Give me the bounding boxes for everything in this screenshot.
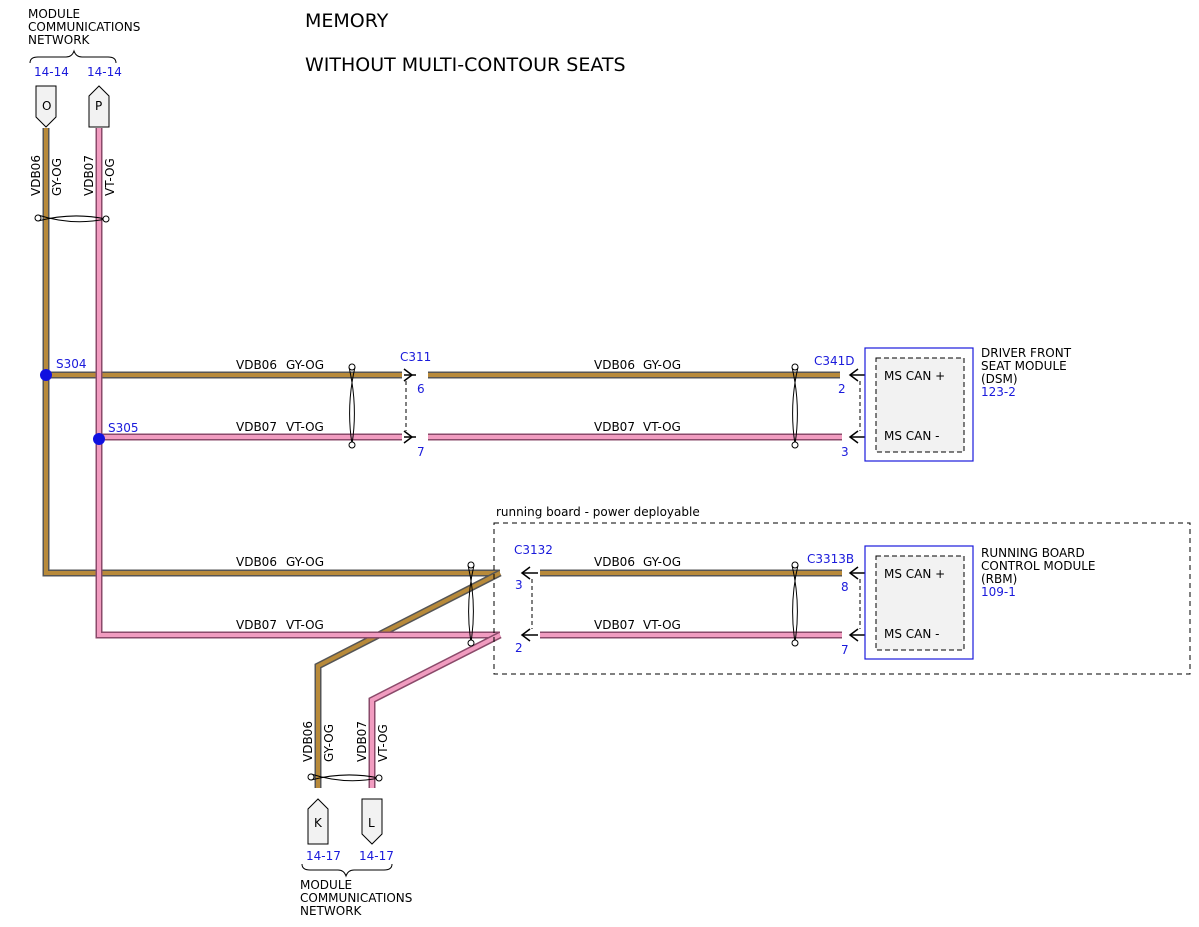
connector-c341d[interactable] [848, 368, 866, 444]
connector-c3132-label[interactable]: C3132 [514, 543, 553, 557]
dsm-pin-can-minus: MS CAN - [884, 429, 940, 443]
svg-text:NETWORK: NETWORK [28, 33, 91, 47]
splice-s305-label[interactable]: S305 [108, 421, 139, 435]
wire-vdb06 [42, 128, 842, 788]
svg-text:COMMUNICATIONS: COMMUNICATIONS [300, 891, 412, 905]
svg-text:NETWORK: NETWORK [300, 904, 363, 918]
rbm-inner-box [875, 555, 965, 651]
twisted-pair-marker-top [34, 214, 110, 223]
bottom-network-label: MODULE COMMUNICATIONS NETWORK [300, 878, 412, 918]
twisted-pair-marker-r2a [467, 561, 475, 647]
diagram-title: MEMORY [305, 10, 389, 32]
diagram-subtitle: WITHOUT MULTI-CONTOUR SEATS [305, 54, 626, 76]
svg-text:(RBM): (RBM) [981, 572, 1017, 586]
twisted-pair-marker-r1b [791, 363, 799, 449]
connector-o-label: O [42, 99, 51, 113]
wire-label-vdb07-top: VDB07 [82, 155, 96, 196]
wire-colorcode-vdb07-r1b: VT-OG [643, 420, 681, 434]
rbm-ref[interactable]: 109-1 [981, 585, 1016, 599]
dsm-inner-box [875, 357, 965, 453]
bottom-ref-l[interactable]: 14-17 [359, 849, 394, 863]
connector-p-shape [88, 85, 110, 128]
connector-c311[interactable] [403, 368, 416, 444]
svg-text:RUNNING BOARD: RUNNING BOARD [981, 546, 1085, 560]
wire-label-vdb06-r1b: VDB06 [594, 358, 635, 372]
connector-c3313b-label[interactable]: C3313B [807, 552, 854, 566]
twisted-pair-marker-r2b [791, 561, 799, 647]
wire-colorcode-vdb07-r1a: VT-OG [286, 420, 324, 434]
wire-colorcode-vdb06-r2b: GY-OG [643, 555, 681, 569]
twisted-pair-marker-r1a [348, 363, 356, 449]
svg-text:DRIVER FRONT: DRIVER FRONT [981, 346, 1072, 360]
connector-c3132[interactable] [520, 566, 538, 642]
splice-s305-dot[interactable] [93, 433, 105, 445]
wire-colorcode-vdb06-r2a: GY-OG [286, 555, 324, 569]
wire-label-vdb07-bottom: VDB07 [355, 721, 369, 762]
wire-colorcode-vdb06-r1a: GY-OG [286, 358, 324, 372]
wire-label-vdb06-r1a: VDB06 [236, 358, 277, 372]
wire-label-vdb07-r1b: VDB07 [594, 420, 635, 434]
connector-c3132-pin-2: 2 [515, 641, 523, 655]
connector-c341d-label[interactable]: C341D [814, 354, 855, 368]
top-ref-o[interactable]: 14-14 [34, 65, 69, 79]
wire-colorcode-vdb06-bottom: GY-OG [322, 724, 336, 762]
rbm-name: RUNNING BOARD CONTROL MODULE (RBM) [981, 546, 1096, 586]
wire-colorcode-vdb06-r1b: GY-OG [643, 358, 681, 372]
svg-text:COMMUNICATIONS: COMMUNICATIONS [28, 20, 140, 34]
wire-label-vdb07-r2b: VDB07 [594, 618, 635, 632]
wire-colorcode-vdb07-top: VT-OG [103, 158, 117, 196]
wire-label-vdb06-r2a: VDB06 [236, 555, 277, 569]
bottom-ref-k[interactable]: 14-17 [306, 849, 341, 863]
dsm-ref[interactable]: 123-2 [981, 385, 1016, 399]
svg-text:SEAT MODULE: SEAT MODULE [981, 359, 1067, 373]
connector-l-label: L [368, 816, 375, 830]
wire-label-vdb06-top: VDB06 [29, 155, 43, 196]
splice-s304-label[interactable]: S304 [56, 357, 87, 371]
wire-colorcode-vdb06-top: GY-OG [50, 158, 64, 196]
connector-c341d-pin-3: 3 [841, 445, 849, 459]
wire-label-vdb07-r1a: VDB07 [236, 420, 277, 434]
rbm-pin-can-plus: MS CAN + [884, 567, 945, 581]
connector-c311-pin-7: 7 [417, 445, 425, 459]
svg-text:CONTROL MODULE: CONTROL MODULE [981, 559, 1096, 573]
connector-p-label: P [95, 99, 102, 113]
wire-colorcode-vdb07-bottom: VT-OG [376, 724, 390, 762]
dsm-pin-can-plus: MS CAN + [884, 369, 945, 383]
connector-c3313b-pin-8: 8 [841, 580, 849, 594]
top-ref-p[interactable]: 14-14 [87, 65, 122, 79]
connector-c341d-pin-2: 2 [838, 382, 846, 396]
connector-c3313b-pin-7: 7 [841, 643, 849, 657]
wire-colorcode-vdb07-r2a: VT-OG [286, 618, 324, 632]
rbm-pin-can-minus: MS CAN - [884, 627, 940, 641]
connector-c3313b[interactable] [848, 566, 866, 642]
connector-c311-pin-6: 6 [417, 382, 425, 396]
wire-colorcode-vdb07-r2b: VT-OG [643, 618, 681, 632]
connector-c3132-pin-3: 3 [515, 578, 523, 592]
connector-o-shape [35, 85, 57, 128]
connector-k-shape [307, 798, 329, 845]
svg-text:MODULE: MODULE [300, 878, 352, 892]
top-network-brace [29, 49, 117, 64]
dsm-name: DRIVER FRONT SEAT MODULE (DSM) [981, 346, 1072, 386]
wire-label-vdb07-r2a: VDB07 [236, 618, 277, 632]
connector-k-label: K [314, 816, 323, 830]
splice-s304-dot[interactable] [40, 369, 52, 381]
svg-text:MODULE: MODULE [28, 7, 80, 21]
svg-text:(DSM): (DSM) [981, 372, 1018, 386]
top-network-label: MODULE COMMUNICATIONS NETWORK [28, 7, 140, 47]
wire-label-vdb06-r2b: VDB06 [594, 555, 635, 569]
twisted-pair-marker-bottom [307, 773, 383, 782]
wire-label-vdb06-bottom: VDB06 [301, 721, 315, 762]
bottom-network-brace [301, 863, 393, 878]
running-board-option-label: running board - power deployable [496, 505, 700, 519]
wire-vdb07 [95, 128, 842, 788]
connector-c311-label[interactable]: C311 [400, 350, 431, 364]
connector-l-shape [361, 798, 383, 845]
